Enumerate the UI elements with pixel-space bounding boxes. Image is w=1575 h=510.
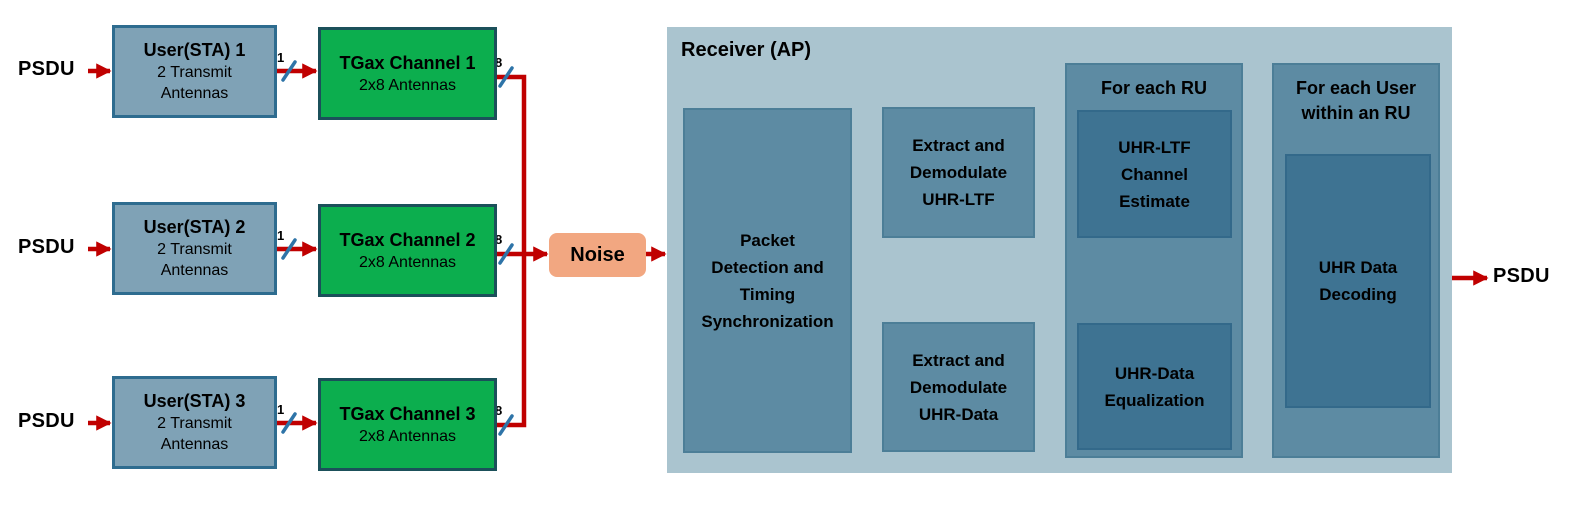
extract-data-line: Demodulate [909,377,1008,397]
user-sta-1-title: User(STA) 1 [143,40,246,60]
stream-slash-rx-3 [498,414,514,436]
tgax-channel-2-block: TGax Channel 2 2x8 Antennas [318,204,497,297]
for-each-user-title-line2: within an RU [1301,103,1411,123]
user-sta-3-block: User(STA) 3 2 Transmit Antennas [112,376,277,469]
stream-slash-tx-3 [281,412,297,434]
channel-estimate-line: UHR-LTF [1118,137,1191,157]
psdu-input-label-1: PSDU [18,58,75,80]
uhr-data-decoding-block: UHR Data Decoding [1285,154,1431,408]
noise-label: Noise [570,243,625,266]
noise-block: Noise [549,233,646,277]
packet-detection-line: Detection and [711,257,824,277]
extract-ltf-line: Extract and [912,136,1005,155]
user-sta-3-sub2: Antennas [160,436,229,453]
extract-ltf-line: Demodulate [909,163,1008,182]
stream-slash-tx-2 [281,238,297,260]
stream-slash-rx-1 [498,66,514,88]
user-sta-2-block: User(STA) 2 2 Transmit Antennas [112,202,277,295]
tgax-channel-3-sub: 2x8 Antennas [359,427,456,445]
stream-slash-tx-1 [281,60,297,82]
user-sta-1-block: User(STA) 1 2 Transmit Antennas [112,25,277,118]
user-sta-2-title: User(STA) 2 [143,217,246,237]
user-sta-2-sub2: Antennas [160,262,229,279]
tgax-channel-3-title: TGax Channel 3 [339,403,476,424]
extract-demodulate-uhr-data-block: Extract and Demodulate UHR-Data [882,322,1035,452]
data-decoding-line: Decoding [1319,285,1397,304]
user-sta-3-sub1: 2 Transmit [157,415,232,432]
tgax-channel-1-sub: 2x8 Antennas [359,76,456,94]
rx-antenna-count-2: 8 [495,232,503,247]
data-equalization-line: Equalization [1104,390,1205,410]
data-equalization-line: UHR-Data [1114,363,1195,383]
uhr-data-equalization-block: UHR-Data Equalization [1077,323,1232,450]
extract-data-line: UHR-Data [918,404,999,424]
user-sta-1-sub1: 2 Transmit [157,64,232,81]
for-each-user-title-line1: For each User [1295,78,1417,98]
data-decoding-line: UHR Data [1318,258,1398,277]
for-each-user-container: For each User within an RU UHR Data Deco… [1272,63,1440,458]
channel-estimate-line: Channel [1120,164,1189,184]
tgax-channel-3-block: TGax Channel 3 2x8 Antennas [318,378,497,471]
rx-antenna-count-3: 8 [495,403,503,418]
user-sta-3-title: User(STA) 3 [143,391,246,411]
extract-data-line: Extract and [912,350,1005,370]
tgax-channel-2-sub: 2x8 Antennas [359,253,456,271]
tgax-channel-1-block: TGax Channel 1 2x8 Antennas [318,27,497,120]
extract-ltf-line: UHR-LTF [922,190,995,209]
user-sta-1-sub2: Antennas [160,85,229,102]
uhr-ltf-channel-estimate-block: UHR-LTF Channel Estimate [1077,110,1232,238]
extract-demodulate-uhr-ltf-block: Extract and Demodulate UHR-LTF [882,107,1035,238]
for-each-ru-container: For each RU UHR-LTF Channel Estimate UHR… [1065,63,1243,458]
psdu-output-label: PSDU [1493,265,1550,287]
receiver-ap-title: Receiver (AP) [681,39,812,61]
rx-antenna-count-1: 8 [495,55,503,70]
for-each-ru-title: For each RU [1100,78,1208,98]
packet-detection-line: Packet [740,230,795,250]
tgax-channel-2-title: TGax Channel 2 [339,229,476,250]
packet-detection-line: Timing [739,284,796,304]
wire-channel-combiner-trunk [497,74,527,428]
tx-stream-count-1: 1 [277,50,285,65]
packet-detection-block: Packet Detection and Timing Synchronizat… [683,108,852,453]
receiver-ap-container: Receiver (AP) Packet Detection and Timin… [667,27,1452,473]
user-sta-2-sub1: 2 Transmit [157,241,232,258]
channel-estimate-line: Estimate [1119,191,1190,211]
packet-detection-line: Synchronization [701,311,834,331]
tx-stream-count-2: 1 [277,228,285,243]
tgax-channel-1-title: TGax Channel 1 [339,52,476,73]
psdu-input-label-3: PSDU [18,410,75,432]
psdu-input-label-2: PSDU [18,236,75,258]
tx-stream-count-3: 1 [277,402,285,417]
stream-slash-rx-2 [498,243,514,265]
